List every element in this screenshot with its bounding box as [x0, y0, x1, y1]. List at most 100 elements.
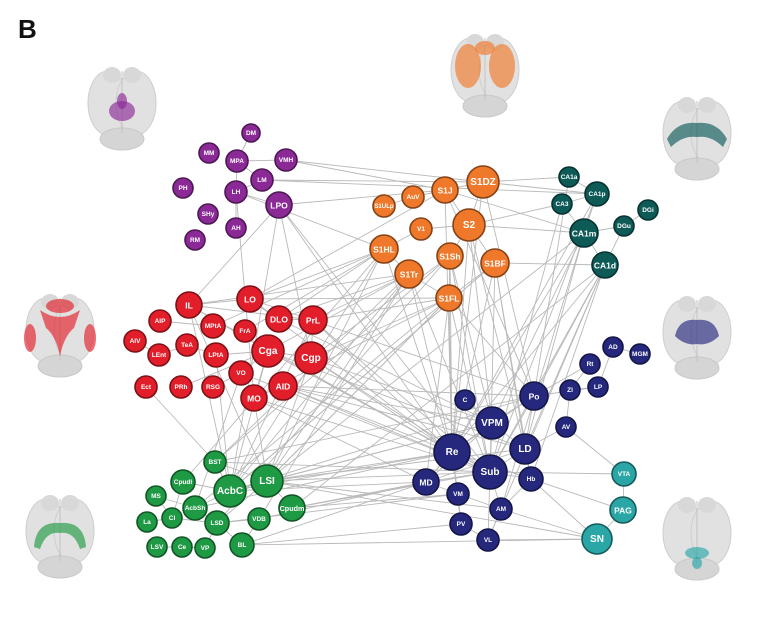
edge-IL-S1Tr: [188, 273, 410, 306]
node-circle: [587, 376, 609, 398]
node-circle: [602, 336, 624, 358]
edge-S1BF-Re: [451, 262, 496, 453]
edge-BST-S1Sh: [214, 255, 451, 463]
node-mm: MM: [198, 142, 220, 164]
node-hb: Hb: [518, 466, 544, 492]
edge-AID-LD: [282, 385, 526, 450]
node-circle: [372, 194, 396, 218]
node-v1: V1: [409, 217, 433, 241]
node-circle: [609, 496, 637, 524]
node-circle: [123, 329, 147, 353]
node-circle: [228, 360, 254, 386]
node-circle: [454, 389, 476, 411]
node-circle: [394, 259, 424, 289]
edge-PrL-S1FL: [312, 297, 450, 321]
node-circle: [172, 177, 194, 199]
edge-SN-LSI: [266, 480, 598, 540]
node-av: AV: [555, 416, 577, 438]
edge-Cpudm-VM: [291, 493, 459, 509]
node-circle: [204, 510, 230, 536]
node-ca1m: CA1m: [569, 218, 599, 248]
node-circle: [197, 203, 219, 225]
node-vpm: VPM: [475, 406, 509, 440]
brain-navy-icon: [662, 296, 732, 380]
node-vdb: VDB: [247, 507, 271, 531]
node-circle: [147, 343, 171, 367]
node-aiv: AIV: [123, 329, 147, 353]
edge-Cgp-VPM: [310, 357, 493, 424]
node-circle: [555, 416, 577, 438]
edge-LPO-IL: [188, 204, 280, 306]
node-circle: [629, 343, 651, 365]
edge-BL-MD: [241, 481, 427, 546]
node-ca3: CA3: [551, 193, 573, 215]
edge-S1DZ-CA1p: [482, 181, 598, 195]
node-c: C: [454, 389, 476, 411]
edges-layer: [134, 132, 649, 549]
edge-S1Tr-VDB: [258, 273, 410, 520]
edge-Cpudm-Sub: [291, 471, 491, 509]
node-circle: [213, 474, 247, 508]
edge-Cpudl-S1HL: [182, 248, 385, 483]
node-ect: Ect: [134, 375, 158, 399]
edge-Cga-S1Tr: [267, 273, 410, 352]
node-circle: [559, 379, 581, 401]
node-circle: [409, 217, 433, 241]
node-circle: [569, 218, 599, 248]
node-cga: Cga: [251, 334, 285, 368]
edge-MPtA-S1HL: [212, 248, 385, 327]
node-vta: VTA: [611, 461, 637, 487]
node-shy: SHy: [197, 203, 219, 225]
node-circle: [412, 468, 440, 496]
node-circle: [240, 384, 268, 412]
node-vl: VL: [476, 528, 500, 552]
node-md: MD: [412, 468, 440, 496]
edge-CA1m-LD: [524, 232, 585, 450]
node-circle: [194, 537, 216, 559]
node-lsi: LSI: [250, 464, 284, 498]
node-dlo: DLO: [265, 305, 293, 333]
edge-S1DZ-Po: [482, 181, 535, 397]
node-circle: [171, 536, 193, 558]
node-lpo: LPO: [265, 191, 293, 219]
edge-BST-Sub: [214, 461, 491, 473]
node-circle: [298, 305, 328, 335]
node-circle: [148, 309, 172, 333]
node-circle: [247, 507, 271, 531]
node-am: AM: [489, 497, 513, 521]
node-cpudl: Cpudl: [170, 469, 196, 495]
node-tea: TeA: [175, 333, 199, 357]
node-circle: [182, 495, 208, 521]
edge-BL-PV: [241, 523, 462, 546]
node-cgp: Cgp: [294, 341, 328, 375]
edge-CA1m-AM: [500, 232, 585, 510]
node-mgm: MGM: [629, 343, 651, 365]
edge-S1HL-Re: [383, 248, 453, 453]
node-circle: [436, 242, 464, 270]
node-lp: LP: [587, 376, 609, 398]
edge-S1BF-CA1d: [494, 262, 606, 266]
node-circle: [134, 375, 158, 399]
edge-LO-S1FL: [249, 297, 450, 300]
node-circle: [169, 375, 193, 399]
node-circle: [265, 191, 293, 219]
node-circle: [489, 497, 513, 521]
node-circle: [146, 536, 168, 558]
node-s1ulp: S1ULp: [372, 194, 396, 218]
node-circle: [452, 208, 486, 242]
node-circle: [472, 454, 508, 490]
node-circle: [250, 464, 284, 498]
brain-purple-icon: [87, 67, 157, 151]
node-cl: Cl: [161, 507, 183, 529]
node-cpudm: Cpudm: [278, 494, 306, 522]
node-circle: [229, 532, 255, 558]
edge-S1J-Re: [444, 189, 453, 453]
edge-Cga-AcbC: [229, 350, 269, 492]
edge-CA1d-Sub: [489, 264, 606, 473]
edge-Cpudm-CA1d: [291, 264, 606, 509]
node-s1dz: S1DZ: [466, 165, 500, 199]
node-bst: BST: [203, 450, 227, 474]
edge-LO-S1HL: [249, 248, 385, 300]
node-circle: [225, 217, 247, 239]
node-circle: [401, 185, 425, 209]
